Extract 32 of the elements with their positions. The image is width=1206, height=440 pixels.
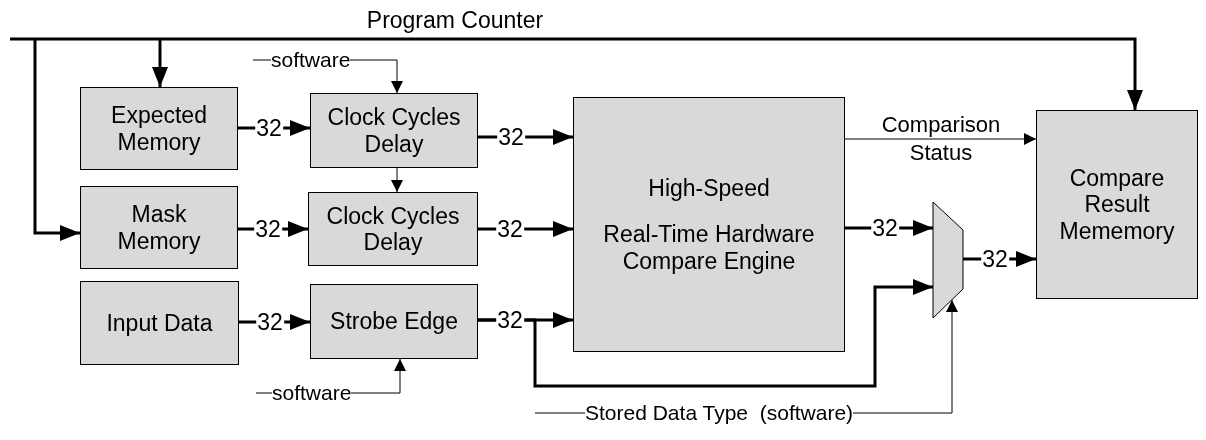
bus-label: Program Counter <box>366 8 544 32</box>
arrow <box>349 59 403 94</box>
process-box <box>80 186 238 269</box>
box-label: Compare Result Mememory <box>1059 164 1175 245</box>
box-label: Real-Time Hardware Compare Engine <box>602 221 816 275</box>
signal-label: Stored Data Type (software) <box>585 401 854 425</box>
box-label: Mask Memory <box>116 201 202 254</box>
signal-label: software <box>272 381 352 405</box>
box-label: Input Data <box>106 309 213 337</box>
box-label: Expected Memory <box>110 102 208 155</box>
process-box <box>1036 110 1198 299</box>
arrow <box>350 358 406 394</box>
process-box <box>80 87 238 170</box>
arrow <box>152 39 168 87</box>
arrow <box>33 39 80 241</box>
arrow <box>852 299 958 414</box>
process-box <box>308 192 478 266</box>
arrow <box>478 279 933 388</box>
arrow <box>844 133 1037 145</box>
box-heading: High-Speed <box>648 174 770 202</box>
signal-label: software <box>271 48 351 72</box>
box-label: Clock Cycles Delay <box>325 202 461 256</box>
arrow <box>391 167 403 193</box>
edge-label: Comparison Status <box>880 111 1002 167</box>
multiplexer-symbol <box>933 202 963 318</box>
arrow <box>10 37 1143 110</box>
process-box <box>80 281 239 365</box>
process-box <box>310 93 478 168</box>
box-label: Strobe Edge <box>330 308 458 335</box>
process-box <box>310 284 478 359</box>
box-label: Clock Cycles Delay <box>326 104 462 157</box>
process-box <box>573 97 845 352</box>
